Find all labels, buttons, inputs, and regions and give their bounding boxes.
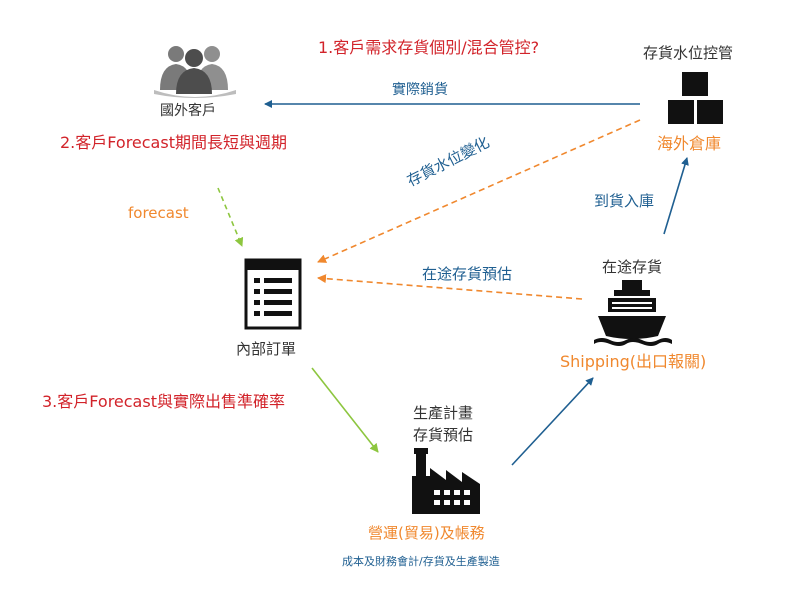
warehouse-label: 海外倉庫 [657, 134, 722, 153]
question-3: 3.客戶Forecast與實際出售準確率 [42, 392, 285, 411]
forecast-arrow [217, 187, 244, 247]
arrival-label: 到貨入庫 [594, 192, 655, 210]
internal-orders-label: 內部訂單 [236, 340, 297, 358]
operations-label: 營運(貿易)及帳務 [368, 524, 485, 542]
inventory-forecast-label: 存貨預估 [413, 426, 474, 444]
people-group-icon [154, 46, 236, 98]
forecast-label: forecast [128, 204, 189, 222]
arrival-arrow [663, 157, 689, 235]
inventory-control-label: 存貨水位控管 [643, 44, 734, 62]
inventory-change-arrow [317, 119, 641, 263]
actual-sales-label: 實際銷貨 [392, 82, 448, 98]
document-list-icon [244, 258, 302, 330]
in-transit-forecast-label: 在途存貨預估 [422, 265, 513, 283]
in-transit-label: 在途存貨 [602, 258, 663, 276]
production-plan-label: 生產計畫 [413, 404, 474, 422]
question-1: 1.客戶需求存貨個別/混合管控? [318, 38, 540, 57]
in-transit-forecast-arrow [317, 274, 583, 300]
boxes-icon [668, 72, 723, 124]
shipping-label: Shipping(出口報關) [560, 352, 707, 371]
factory-to-ship-arrow [511, 377, 594, 466]
ship-icon [594, 280, 672, 346]
question-2: 2.客戶Forecast期間長短與週期 [60, 133, 287, 152]
customers-label: 國外客戶 [160, 103, 216, 119]
factory-icon [412, 448, 480, 514]
order-to-factory-arrow [311, 367, 379, 453]
accounting-label: 成本及財務會計/存貨及生產製造 [342, 555, 500, 568]
